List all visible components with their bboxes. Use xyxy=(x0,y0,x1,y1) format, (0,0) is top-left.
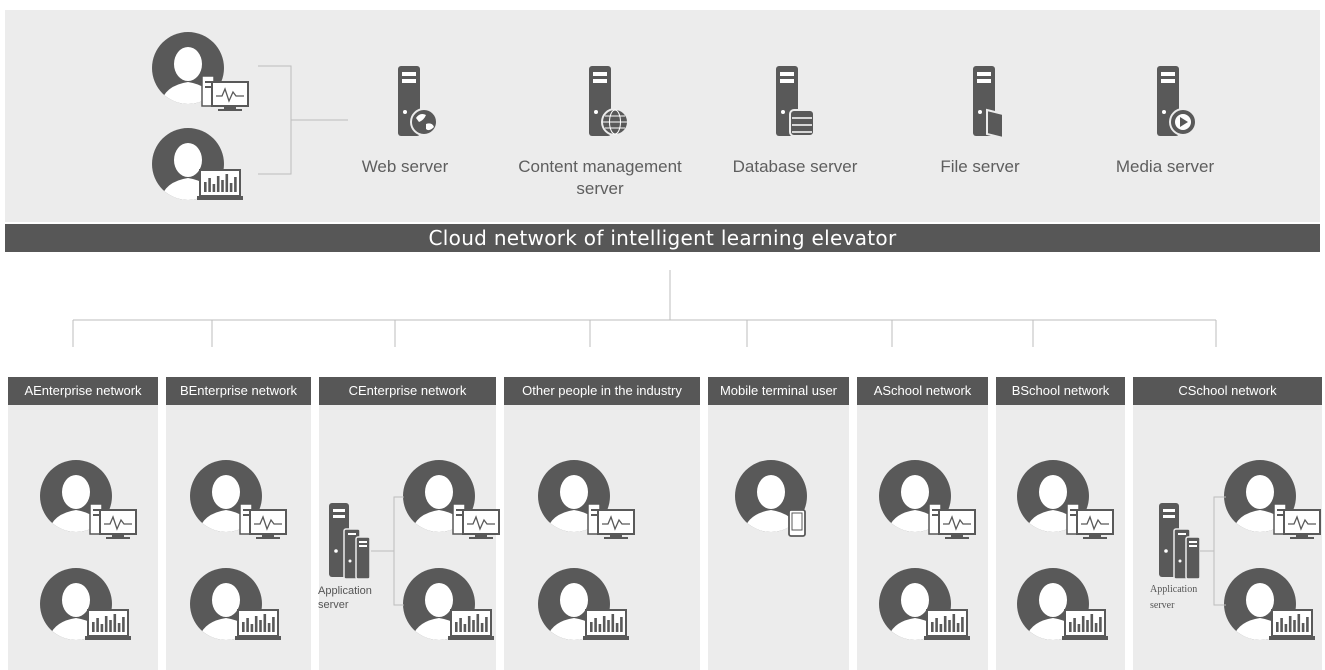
network-header: BSchool network xyxy=(996,377,1125,405)
user-monitor-icon xyxy=(538,460,635,539)
network-column-mobile: Mobile terminal user xyxy=(708,377,849,670)
network-header: ASchool network xyxy=(857,377,988,405)
network-header: CSchool network xyxy=(1133,377,1322,405)
web-server-icon xyxy=(398,66,438,136)
server-label-web: Web server xyxy=(361,157,449,176)
application-server-icon xyxy=(1159,503,1201,580)
network-header: AEnterprise network xyxy=(8,377,158,405)
file-server-icon xyxy=(973,66,1004,140)
cloud-network-banner: Cloud network of intelligent learning el… xyxy=(5,224,1320,252)
network-header: CEnterprise network xyxy=(319,377,496,405)
server-label-database: Database server xyxy=(732,157,858,176)
media-server-icon xyxy=(1157,66,1197,136)
application-server-label: Application server xyxy=(318,585,372,611)
user-chart-icon xyxy=(40,568,131,640)
user-monitor-icon xyxy=(1224,460,1321,539)
network-header: Mobile terminal user xyxy=(708,377,849,405)
database-server-icon xyxy=(776,66,815,137)
user-monitor-icon xyxy=(879,460,976,539)
network-column-aenterprise: AEnterprise network xyxy=(8,377,158,670)
user-monitor-icon xyxy=(1017,460,1114,539)
application-server-icon xyxy=(329,503,371,580)
user-chart-icon xyxy=(538,568,629,640)
server-label-content-management: Content management server xyxy=(518,157,682,198)
user-monitor-icon xyxy=(403,460,500,539)
user-monitor-icon xyxy=(40,460,137,539)
user-chart-icon xyxy=(152,128,243,200)
user-monitor-icon xyxy=(190,460,287,539)
network-header: BEnterprise network xyxy=(166,377,311,405)
content-management-server-icon xyxy=(589,66,629,136)
user-chart-icon xyxy=(879,568,970,640)
server-label-file: File server xyxy=(940,157,1020,176)
user-chart-icon xyxy=(1017,568,1108,640)
application-server-label: Application server xyxy=(1150,584,1198,611)
user-chart-icon xyxy=(403,568,494,640)
user-phone-icon xyxy=(735,460,807,537)
server-label-media: Media server xyxy=(1115,157,1215,176)
user-monitor-icon xyxy=(152,32,249,111)
user-chart-icon xyxy=(190,568,281,640)
user-chart-icon xyxy=(1224,568,1315,640)
network-header: Other people in the industry xyxy=(504,377,700,405)
